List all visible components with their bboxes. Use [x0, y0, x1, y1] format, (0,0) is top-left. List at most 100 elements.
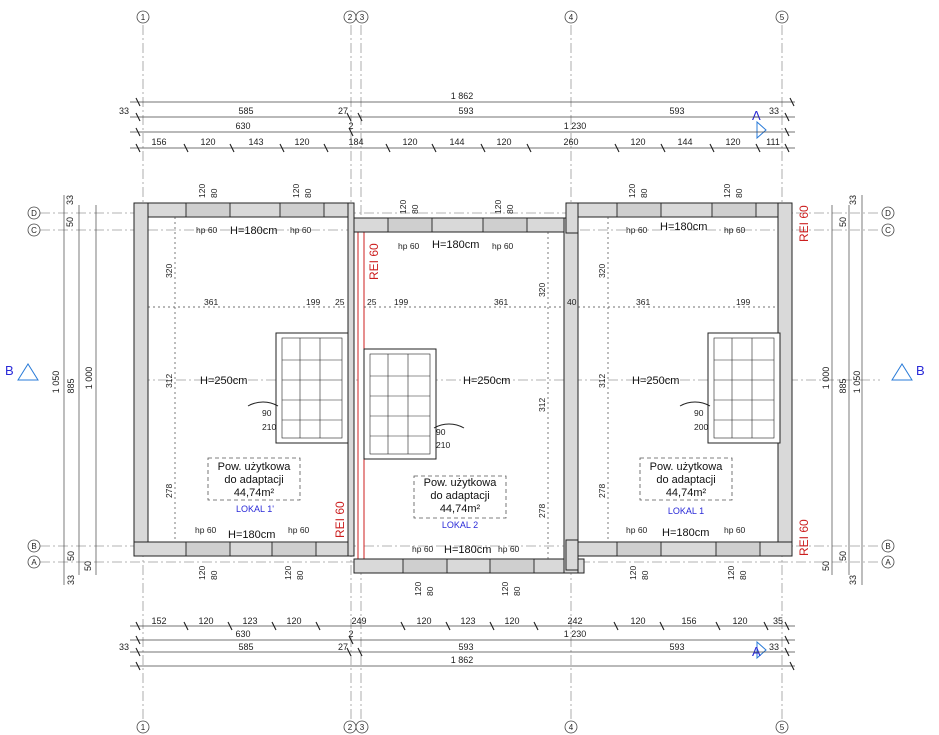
svg-text:120: 120 — [504, 616, 519, 626]
svg-text:120: 120 — [413, 582, 423, 596]
svg-text:50: 50 — [66, 551, 76, 561]
svg-text:33: 33 — [848, 575, 858, 585]
svg-text:LOKAL 1: LOKAL 1 — [668, 506, 704, 516]
grid-label-1: 1 — [141, 13, 146, 22]
svg-text:hp 60: hp 60 — [196, 225, 218, 235]
svg-text:144: 144 — [677, 137, 692, 147]
svg-text:120: 120 — [197, 184, 207, 198]
svg-text:593: 593 — [458, 106, 473, 116]
section-arrow-top: A — [752, 108, 761, 123]
windows — [185, 202, 761, 574]
room-dim-lines — [148, 217, 778, 559]
svg-text:593: 593 — [458, 642, 473, 652]
svg-text:123: 123 — [460, 616, 475, 626]
svg-text:33: 33 — [119, 106, 129, 116]
ceiling-height-label: H=250cm — [200, 375, 247, 387]
svg-text:312: 312 — [537, 398, 547, 412]
room-middle: hp 60 H=180cm hp 60 25 25 199 361 40 320… — [335, 239, 577, 556]
svg-text:4: 4 — [569, 723, 574, 732]
svg-text:156: 156 — [681, 616, 696, 626]
svg-text:593: 593 — [669, 106, 684, 116]
svg-text:hp 60: hp 60 — [288, 525, 310, 535]
stairs-left — [275, 332, 349, 444]
svg-text:50: 50 — [65, 217, 75, 227]
svg-text:320: 320 — [164, 264, 174, 278]
room-right: hp 60 H=180cm hp 60 320 312 278 361 199 … — [597, 221, 750, 539]
unit-name: LOKAL 1' — [236, 504, 274, 514]
area-value: 44,74m² — [234, 487, 275, 499]
grid-label-C: C — [31, 226, 37, 235]
svg-text:120: 120 — [291, 184, 301, 198]
fire-rating-label: REI 60 — [797, 519, 811, 556]
fire-rating-label: REI 60 — [333, 501, 347, 538]
svg-text:50: 50 — [821, 561, 831, 571]
svg-text:H=250cm: H=250cm — [463, 375, 510, 387]
svg-text:210: 210 — [436, 440, 450, 450]
svg-text:50: 50 — [838, 217, 848, 227]
area-title: Pow. użytkowa — [218, 461, 292, 473]
grid-label-4: 4 — [569, 13, 574, 22]
svg-text:120: 120 — [630, 137, 645, 147]
svg-text:144: 144 — [449, 137, 464, 147]
svg-text:630: 630 — [235, 629, 250, 639]
svg-text:278: 278 — [164, 484, 174, 498]
svg-text:123: 123 — [242, 616, 257, 626]
svg-text:H=180cm: H=180cm — [444, 544, 491, 556]
grid-bubbles-bottom: 1 2 3 4 5 — [136, 720, 789, 734]
svg-text:hp 60: hp 60 — [492, 241, 514, 251]
svg-text:242: 242 — [567, 616, 582, 626]
svg-text:33: 33 — [848, 195, 858, 205]
svg-text:199: 199 — [736, 297, 750, 307]
svg-text:120: 120 — [496, 137, 511, 147]
fire-rating-label: REI 60 — [797, 205, 811, 242]
section-label-left: B — [5, 363, 14, 378]
svg-text:120: 120 — [628, 566, 638, 580]
window-dims-top: 120 80 120 80 120 80 120 80 120 80 120 8… — [197, 184, 744, 214]
svg-text:50: 50 — [83, 561, 93, 571]
svg-text:120: 120 — [283, 566, 293, 580]
svg-text:120: 120 — [286, 616, 301, 626]
svg-text:210: 210 — [262, 422, 276, 432]
svg-text:312: 312 — [597, 374, 607, 388]
svg-text:do adaptacji: do adaptacji — [656, 474, 715, 486]
svg-text:184: 184 — [348, 137, 363, 147]
svg-text:hp 60: hp 60 — [626, 225, 648, 235]
svg-text:33: 33 — [66, 575, 76, 585]
svg-text:120: 120 — [402, 137, 417, 147]
svg-text:120: 120 — [630, 616, 645, 626]
svg-text:585: 585 — [238, 106, 253, 116]
svg-text:H=180cm: H=180cm — [660, 221, 707, 233]
svg-text:33: 33 — [769, 106, 779, 116]
svg-text:156: 156 — [151, 137, 166, 147]
svg-text:H=250cm: H=250cm — [632, 375, 679, 387]
svg-text:630: 630 — [235, 121, 250, 131]
svg-text:80: 80 — [505, 204, 515, 214]
svg-text:hp 60: hp 60 — [498, 544, 520, 554]
grid-label-D: D — [31, 209, 37, 218]
section-mark-b: B B — [5, 363, 925, 381]
svg-text:H=180cm: H=180cm — [432, 239, 479, 251]
svg-text:LOKAL 2: LOKAL 2 — [442, 520, 478, 530]
svg-text:361: 361 — [494, 297, 508, 307]
svg-text:120: 120 — [500, 582, 510, 596]
svg-text:80: 80 — [512, 586, 522, 596]
svg-text:A: A — [885, 558, 891, 567]
svg-text:199: 199 — [394, 297, 408, 307]
svg-text:320: 320 — [537, 283, 547, 297]
grid-bubbles-top: 1 2 3 4 5 — [136, 10, 789, 24]
window-height-label: H=180cm — [230, 225, 277, 237]
svg-text:27: 27 — [338, 642, 348, 652]
section-mark-a: A A — [752, 108, 767, 660]
svg-text:Pow. użytkowa: Pow. użytkowa — [650, 461, 724, 473]
svg-text:80: 80 — [410, 204, 420, 214]
svg-text:33: 33 — [119, 642, 129, 652]
svg-text:27: 27 — [338, 106, 348, 116]
svg-text:1 000: 1 000 — [821, 367, 831, 390]
svg-text:278: 278 — [597, 484, 607, 498]
svg-text:3: 3 — [360, 723, 365, 732]
door-swings — [247, 401, 711, 429]
svg-text:120: 120 — [722, 184, 732, 198]
svg-text:33: 33 — [65, 195, 75, 205]
right-dimensions: 33 50 1 000 885 1 050 50 50 33 — [821, 195, 863, 585]
